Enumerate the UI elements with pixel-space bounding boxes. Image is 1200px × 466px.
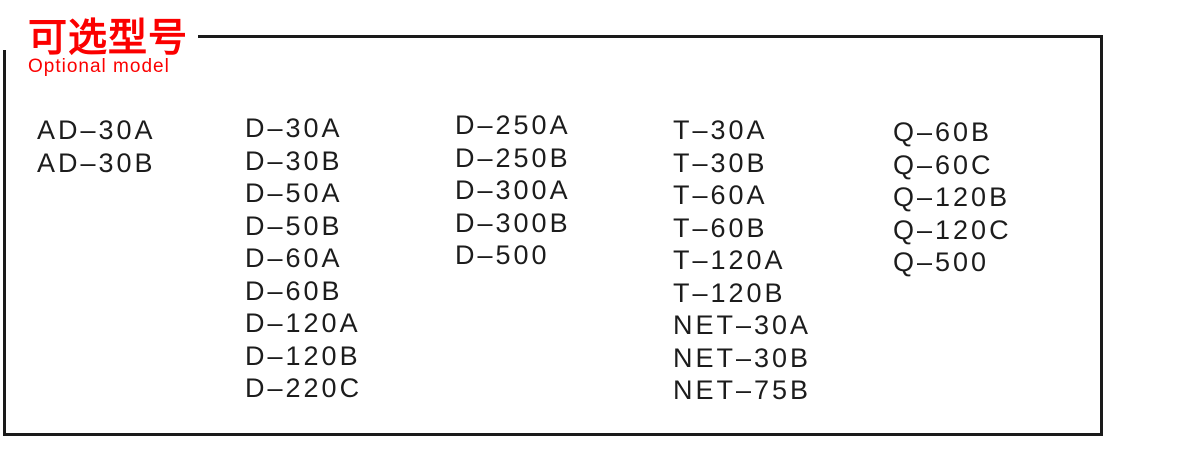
model-item: D–250A [455, 110, 571, 140]
model-item: T–60A [673, 180, 768, 210]
model-item: Q–60C [893, 149, 994, 180]
model-item: NET–30A [673, 310, 812, 340]
frame-top-line [198, 35, 1103, 38]
model-item: D–250B [455, 142, 571, 173]
model-item: Q–120C [893, 214, 1012, 245]
model-item: T–60B [673, 212, 768, 243]
model-item: D–500 [455, 240, 550, 270]
model-item: NET–75B [673, 375, 812, 405]
model-item: D–120B [245, 340, 361, 371]
model-item: T–30A [673, 115, 768, 145]
frame-right-line [1100, 35, 1103, 436]
model-item: D–120A [245, 308, 361, 338]
model-item: AD–30A [37, 115, 156, 145]
model-item: T–30B [673, 147, 768, 178]
frame-bottom-line [3, 433, 1103, 436]
model-item: D–30B [245, 145, 343, 176]
model-item: T–120B [673, 277, 786, 308]
model-item: NET–30B [673, 342, 812, 373]
model-item: D–60B [245, 275, 343, 306]
model-item: AD–30B [37, 147, 156, 178]
model-item: D–60A [245, 243, 343, 273]
model-item: D–220C [245, 373, 363, 403]
model-item: D–50B [245, 210, 343, 241]
model-item: D–50A [245, 178, 343, 208]
panel-title-zh: 可选型号 [28, 17, 189, 60]
model-item: D–300A [455, 175, 571, 205]
model-item: T–120A [673, 245, 786, 275]
model-item: Q–60B [893, 117, 993, 147]
model-item: D–300B [455, 207, 571, 238]
model-item: D–30A [245, 113, 343, 143]
frame-left-line [3, 50, 6, 436]
model-item: Q–120B [893, 182, 1011, 212]
panel-title-en: Optional model [28, 56, 170, 77]
model-item: Q–500 [893, 247, 990, 277]
